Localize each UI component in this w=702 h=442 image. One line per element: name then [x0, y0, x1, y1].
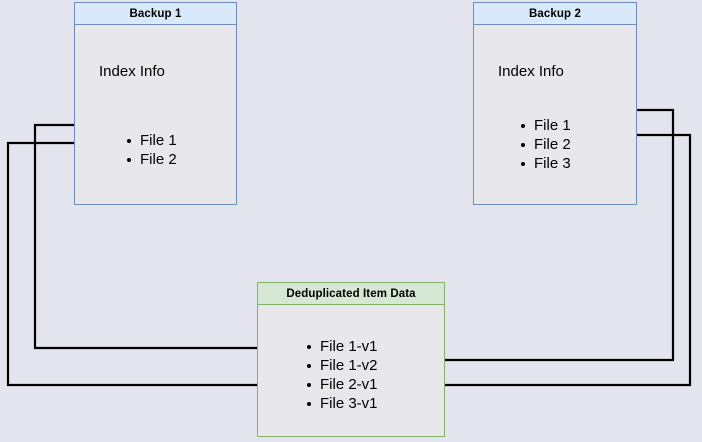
deduplicated-item[interactable]: File 3-v1: [304, 394, 378, 413]
deduplicated-item[interactable]: File 1-v1: [304, 337, 378, 356]
deduplicated-item[interactable]: File 2-v1: [304, 375, 378, 394]
backup-2-body: Index Info File 1 File 2 File 3: [474, 25, 636, 205]
deduplicated-item-data-title: Deduplicated Item Data: [258, 283, 444, 305]
deduplicated-item-list: File 1-v1 File 1-v2 File 2-v1 File 3-v1: [304, 337, 378, 413]
backup-2-title: Backup 2: [474, 3, 636, 25]
backup-1-file-list: File 1 File 2: [124, 131, 177, 169]
backup-1-file-item[interactable]: File 2: [124, 150, 177, 169]
backup-2-file-item[interactable]: File 1: [518, 116, 571, 135]
backup-1-index-info-label: Index Info: [99, 63, 165, 80]
backup-1-box[interactable]: Backup 1 Index Info File 1 File 2: [74, 2, 237, 205]
backup-2-file-item[interactable]: File 2: [518, 135, 571, 154]
backup-2-index-info-label: Index Info: [498, 63, 564, 80]
deduplicated-item[interactable]: File 1-v2: [304, 356, 378, 375]
backup-2-file-item[interactable]: File 3: [518, 154, 571, 173]
backup-2-file-list: File 1 File 2 File 3: [518, 116, 571, 173]
deduplicated-item-data-body: File 1-v1 File 1-v2 File 2-v1 File 3-v1: [258, 305, 444, 437]
backup-2-box[interactable]: Backup 2 Index Info File 1 File 2 File 3: [473, 2, 637, 205]
deduplicated-item-data-box[interactable]: Deduplicated Item Data File 1-v1 File 1-…: [257, 282, 445, 437]
backup-1-body: Index Info File 1 File 2: [75, 25, 236, 205]
backup-1-file-item[interactable]: File 1: [124, 131, 177, 150]
backup-1-title: Backup 1: [75, 3, 236, 25]
